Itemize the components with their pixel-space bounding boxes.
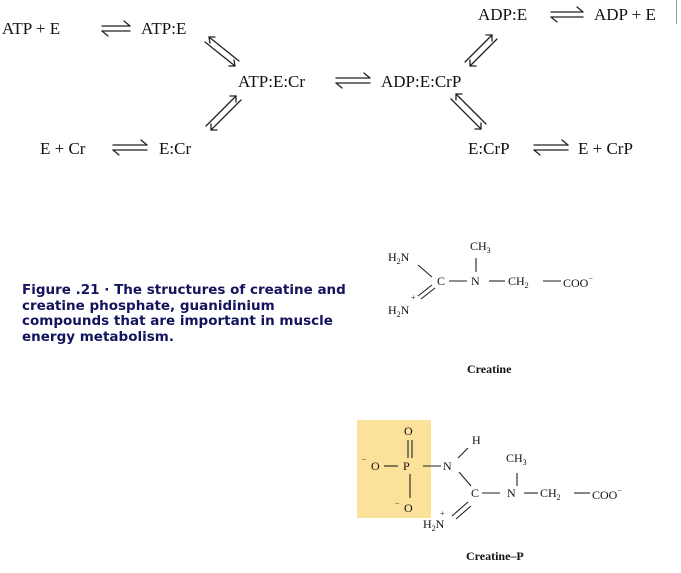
phosphate-oxygen-double: O bbox=[404, 424, 413, 438]
creatine-label: Creatine bbox=[467, 362, 512, 376]
reactant-e-plus-cr: E + Cr bbox=[40, 139, 86, 158]
creatine-p-positive-charge: + bbox=[440, 509, 445, 518]
equilibrium-arrow-atp-e bbox=[101, 20, 131, 37]
creatine-methyl: CH3 bbox=[470, 239, 491, 255]
creatine-p-carbon: C bbox=[471, 486, 480, 500]
creatine-bonds bbox=[417, 258, 561, 300]
product-adp-plus-e: ADP + E bbox=[594, 5, 656, 24]
creatine-p-label: Creatine–P bbox=[466, 549, 524, 563]
complex-e-crp: E:CrP bbox=[468, 139, 510, 158]
creatine-p-bonds bbox=[384, 440, 590, 520]
phosphate-oxygen-bottom: O bbox=[404, 501, 413, 515]
creatine-p-nitrogen-left: N bbox=[443, 459, 452, 473]
product-e-plus-crp: E + CrP bbox=[578, 139, 633, 158]
phosphate-oxygen-left-charge: − bbox=[362, 455, 367, 464]
creatine-p-methylene: CH2 bbox=[540, 486, 561, 502]
phosphate-oxygen-left: O bbox=[371, 459, 380, 473]
creatine-p-nitrogen-right: N bbox=[507, 486, 516, 500]
phosphate-highlight bbox=[357, 420, 431, 518]
creatine-p-methyl: CH3 bbox=[506, 451, 527, 467]
complex-adp-e-crp: ADP:E:CrP bbox=[381, 72, 462, 91]
creatine-nitrogen: N bbox=[471, 274, 480, 288]
creatine-methylene: CH2 bbox=[508, 274, 529, 290]
complex-e-cr: E:Cr bbox=[159, 139, 192, 158]
creatine-amino-top: H2N bbox=[388, 250, 410, 266]
creatine-carboxylate: COO− bbox=[563, 274, 593, 290]
complex-atp-e-cr: ATP:E:Cr bbox=[238, 72, 306, 91]
equilibrium-arrow-e-cr bbox=[112, 139, 148, 156]
equilibrium-arrow-e-crp bbox=[533, 139, 569, 156]
diagonal-arrow-center-to-adp-e bbox=[464, 34, 498, 67]
figure-caption: Figure .21 · The structures of creatine … bbox=[22, 282, 346, 345]
diagonal-arrow-center-to-e-crp bbox=[450, 93, 487, 130]
phosphorus-atom: P bbox=[403, 459, 410, 473]
creatine-p-hydrogen: H bbox=[472, 433, 481, 447]
creatine-amino-bottom: H2N bbox=[388, 303, 410, 319]
complex-adp-e: ADP:E bbox=[478, 5, 528, 24]
complex-atp-e: ATP:E bbox=[141, 19, 187, 38]
creatine-p-amino: H2N bbox=[423, 517, 445, 533]
creatine-carbon: C bbox=[437, 274, 446, 288]
creatine-p-carboxylate: COO− bbox=[592, 486, 622, 502]
frame-edge bbox=[676, 0, 677, 24]
equilibrium-arrow-center bbox=[335, 72, 371, 89]
equilibrium-arrow-adp-e bbox=[550, 6, 584, 23]
diagonal-arrow-atp-e-to-center bbox=[204, 36, 240, 67]
creatine-positive-charge: + bbox=[411, 293, 416, 302]
reactant-atp-plus-e: ATP + E bbox=[2, 19, 61, 38]
phosphate-oxygen-bottom-charge: − bbox=[395, 499, 400, 508]
diagonal-arrow-e-cr-to-center bbox=[205, 95, 242, 131]
